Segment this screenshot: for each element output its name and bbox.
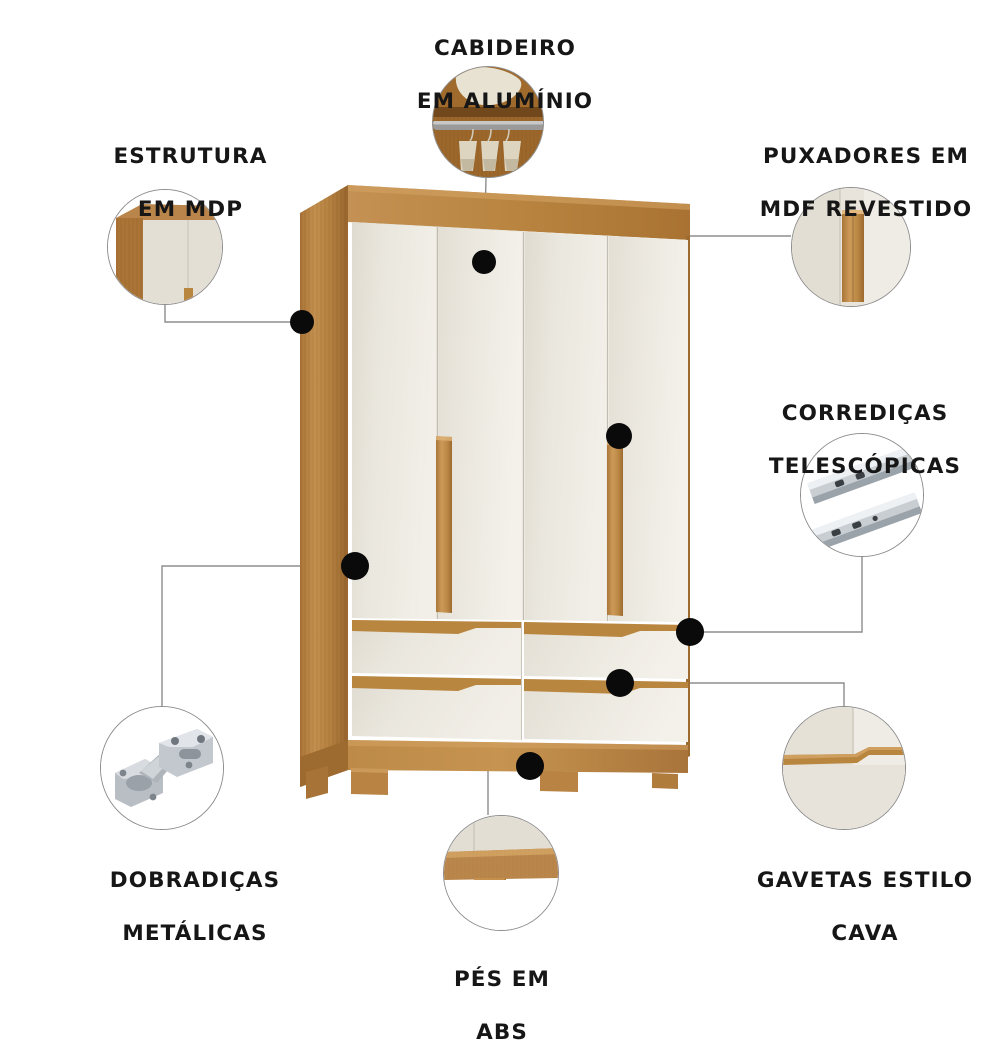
wardrobe-drawer-3	[352, 676, 521, 740]
wardrobe-top-panel	[348, 185, 690, 240]
callout-dot-pes-em-abs[interactable]	[516, 752, 544, 780]
detail-bubble-gavetas-estilo-cava	[782, 706, 906, 830]
label-line-1: CORREDIÇAS	[781, 401, 949, 427]
callout-label-dobradicas-metalicas: DOBRADIÇAS METÁLICAS	[88, 842, 302, 947]
callout-label-puxadores-em-mdf-revestido: PUXADORES EM MDF REVESTIDO	[745, 118, 987, 223]
callout-label-gavetas-estilo-cava: GAVETAS ESTILO CAVA	[745, 842, 985, 947]
detail-bubble-estrutura-em-mdp	[107, 189, 223, 305]
wardrobe-door-1	[352, 222, 436, 619]
callout-label-corredicas-telescopicas: CORREDIÇAS TELESCÓPICAS	[749, 375, 981, 480]
door-handle-left	[436, 436, 452, 613]
callout-label-estrutura-em-mdp: ESTRUTURA EM MDP	[103, 118, 278, 223]
cava-pull-row-1	[352, 620, 521, 634]
label-line-2: TELESCÓPICAS	[768, 453, 962, 479]
callout-dot-estrutura-em-mdp[interactable]	[290, 310, 314, 334]
label-line-2: MDF REVESTIDO	[759, 196, 973, 222]
label-line-2: EM ALUMÍNIO	[416, 88, 594, 114]
wire-estrutura	[164, 305, 302, 323]
label-line-2: METÁLICAS	[122, 920, 268, 946]
label-line-2: ABS	[476, 1019, 528, 1045]
label-line-1: GAVETAS ESTILO	[756, 868, 974, 894]
callout-dot-puxadores-em-mdf-revestido[interactable]	[606, 423, 632, 449]
wire-gavetas	[620, 682, 845, 706]
label-line-1: PUXADORES EM	[762, 144, 970, 170]
callout-dot-cabideiro-em-aluminio[interactable]	[472, 250, 496, 274]
callout-dot-dobradicas-metalicas[interactable]	[341, 552, 369, 580]
wardrobe-foot-left	[306, 766, 328, 799]
detail-bubble-puxadores-em-mdf-revestido	[791, 187, 911, 307]
wardrobe-foot-right	[652, 773, 678, 789]
wardrobe-door-2	[439, 227, 522, 620]
wire-corredicas	[690, 557, 863, 633]
callout-dot-corredicas-telescopicas[interactable]	[676, 618, 704, 646]
callout-label-cabideiro-em-aluminio: CABIDEIRO EM ALUMÍNIO	[399, 10, 611, 115]
door-handle-right	[607, 441, 623, 616]
wardrobe-door-4	[609, 236, 688, 622]
detail-bubble-cabideiro-em-aluminio	[432, 66, 544, 178]
wardrobe-foot-center	[351, 768, 388, 795]
label-line-1: CABIDEIRO	[433, 36, 577, 62]
callout-label-pes-em-abs: PÉS EM ABS	[428, 941, 576, 1046]
label-line-1: ESTRUTURA	[113, 144, 268, 170]
label-line-2: CAVA	[831, 920, 899, 946]
callout-dot-gavetas-estilo-cava[interactable]	[606, 669, 634, 697]
wardrobe-door-3	[525, 232, 606, 621]
infographic-canvas: ESTRUTURA EM MDP	[88, 10, 987, 1045]
wardrobe-foot-right-mid	[540, 771, 578, 792]
wardrobe-drawer-1	[352, 620, 521, 676]
detail-bubble-dobradicas-metalicas	[100, 706, 224, 830]
wire-dobradicas	[161, 565, 355, 706]
detail-bubble-pes-em-abs	[443, 815, 559, 931]
cava-pull-row-2	[352, 676, 521, 691]
label-line-1: DOBRADIÇAS	[109, 868, 281, 894]
wardrobe-drawer-2	[524, 622, 688, 679]
detail-bubble-corredicas-telescopicas	[800, 433, 924, 557]
wardrobe-product-image	[300, 185, 690, 799]
wardrobe-drawer-4	[524, 679, 688, 742]
label-line-1: PÉS EM	[453, 967, 551, 993]
label-line-2: EM MDP	[137, 196, 244, 222]
